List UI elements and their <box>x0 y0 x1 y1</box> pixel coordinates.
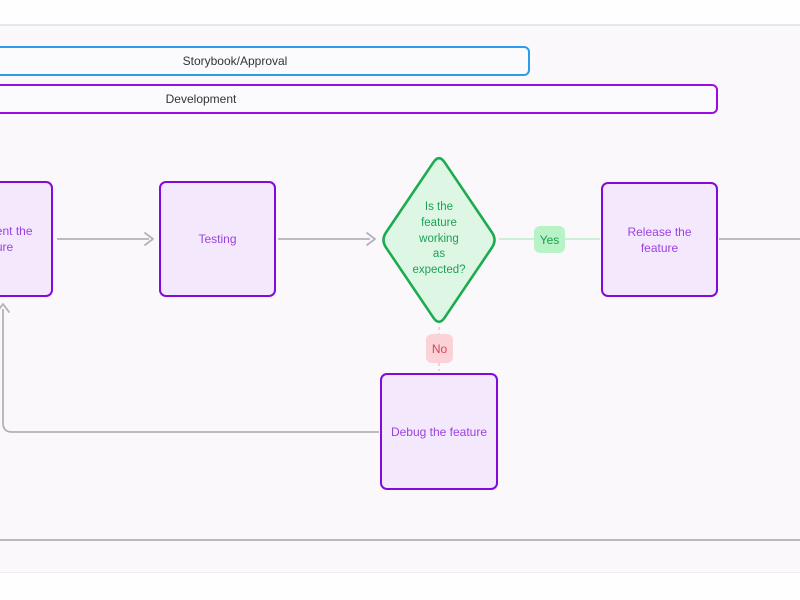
edge-label-yes[interactable]: Yes <box>534 226 565 253</box>
edge-label-yes-text: Yes <box>539 232 560 247</box>
node-testing[interactable]: Testing <box>159 181 276 297</box>
lane-development[interactable]: Development <box>0 84 718 114</box>
node-implement-feature[interactable]: Implement the feature <box>0 181 53 297</box>
lane-storybook-approval[interactable]: Storybook/Approval <box>0 46 530 76</box>
node-debug-feature[interactable]: Debug the feature <box>380 373 498 490</box>
node-implement-label: Implement the feature <box>0 224 33 254</box>
edge-label-no-text: No <box>431 341 448 356</box>
node-decision-label: Is the feature working as expected? <box>412 201 466 277</box>
lane-storybook-label: Storybook/Approval <box>182 54 288 68</box>
lane-development-label: Development <box>165 92 237 106</box>
node-debug-label: Debug the feature <box>390 424 488 439</box>
edge-label-no[interactable]: No <box>426 334 453 363</box>
node-testing-label: Testing <box>198 232 237 246</box>
node-release-label: Release the feature <box>627 224 692 255</box>
node-release-feature[interactable]: Release the feature <box>601 182 718 297</box>
